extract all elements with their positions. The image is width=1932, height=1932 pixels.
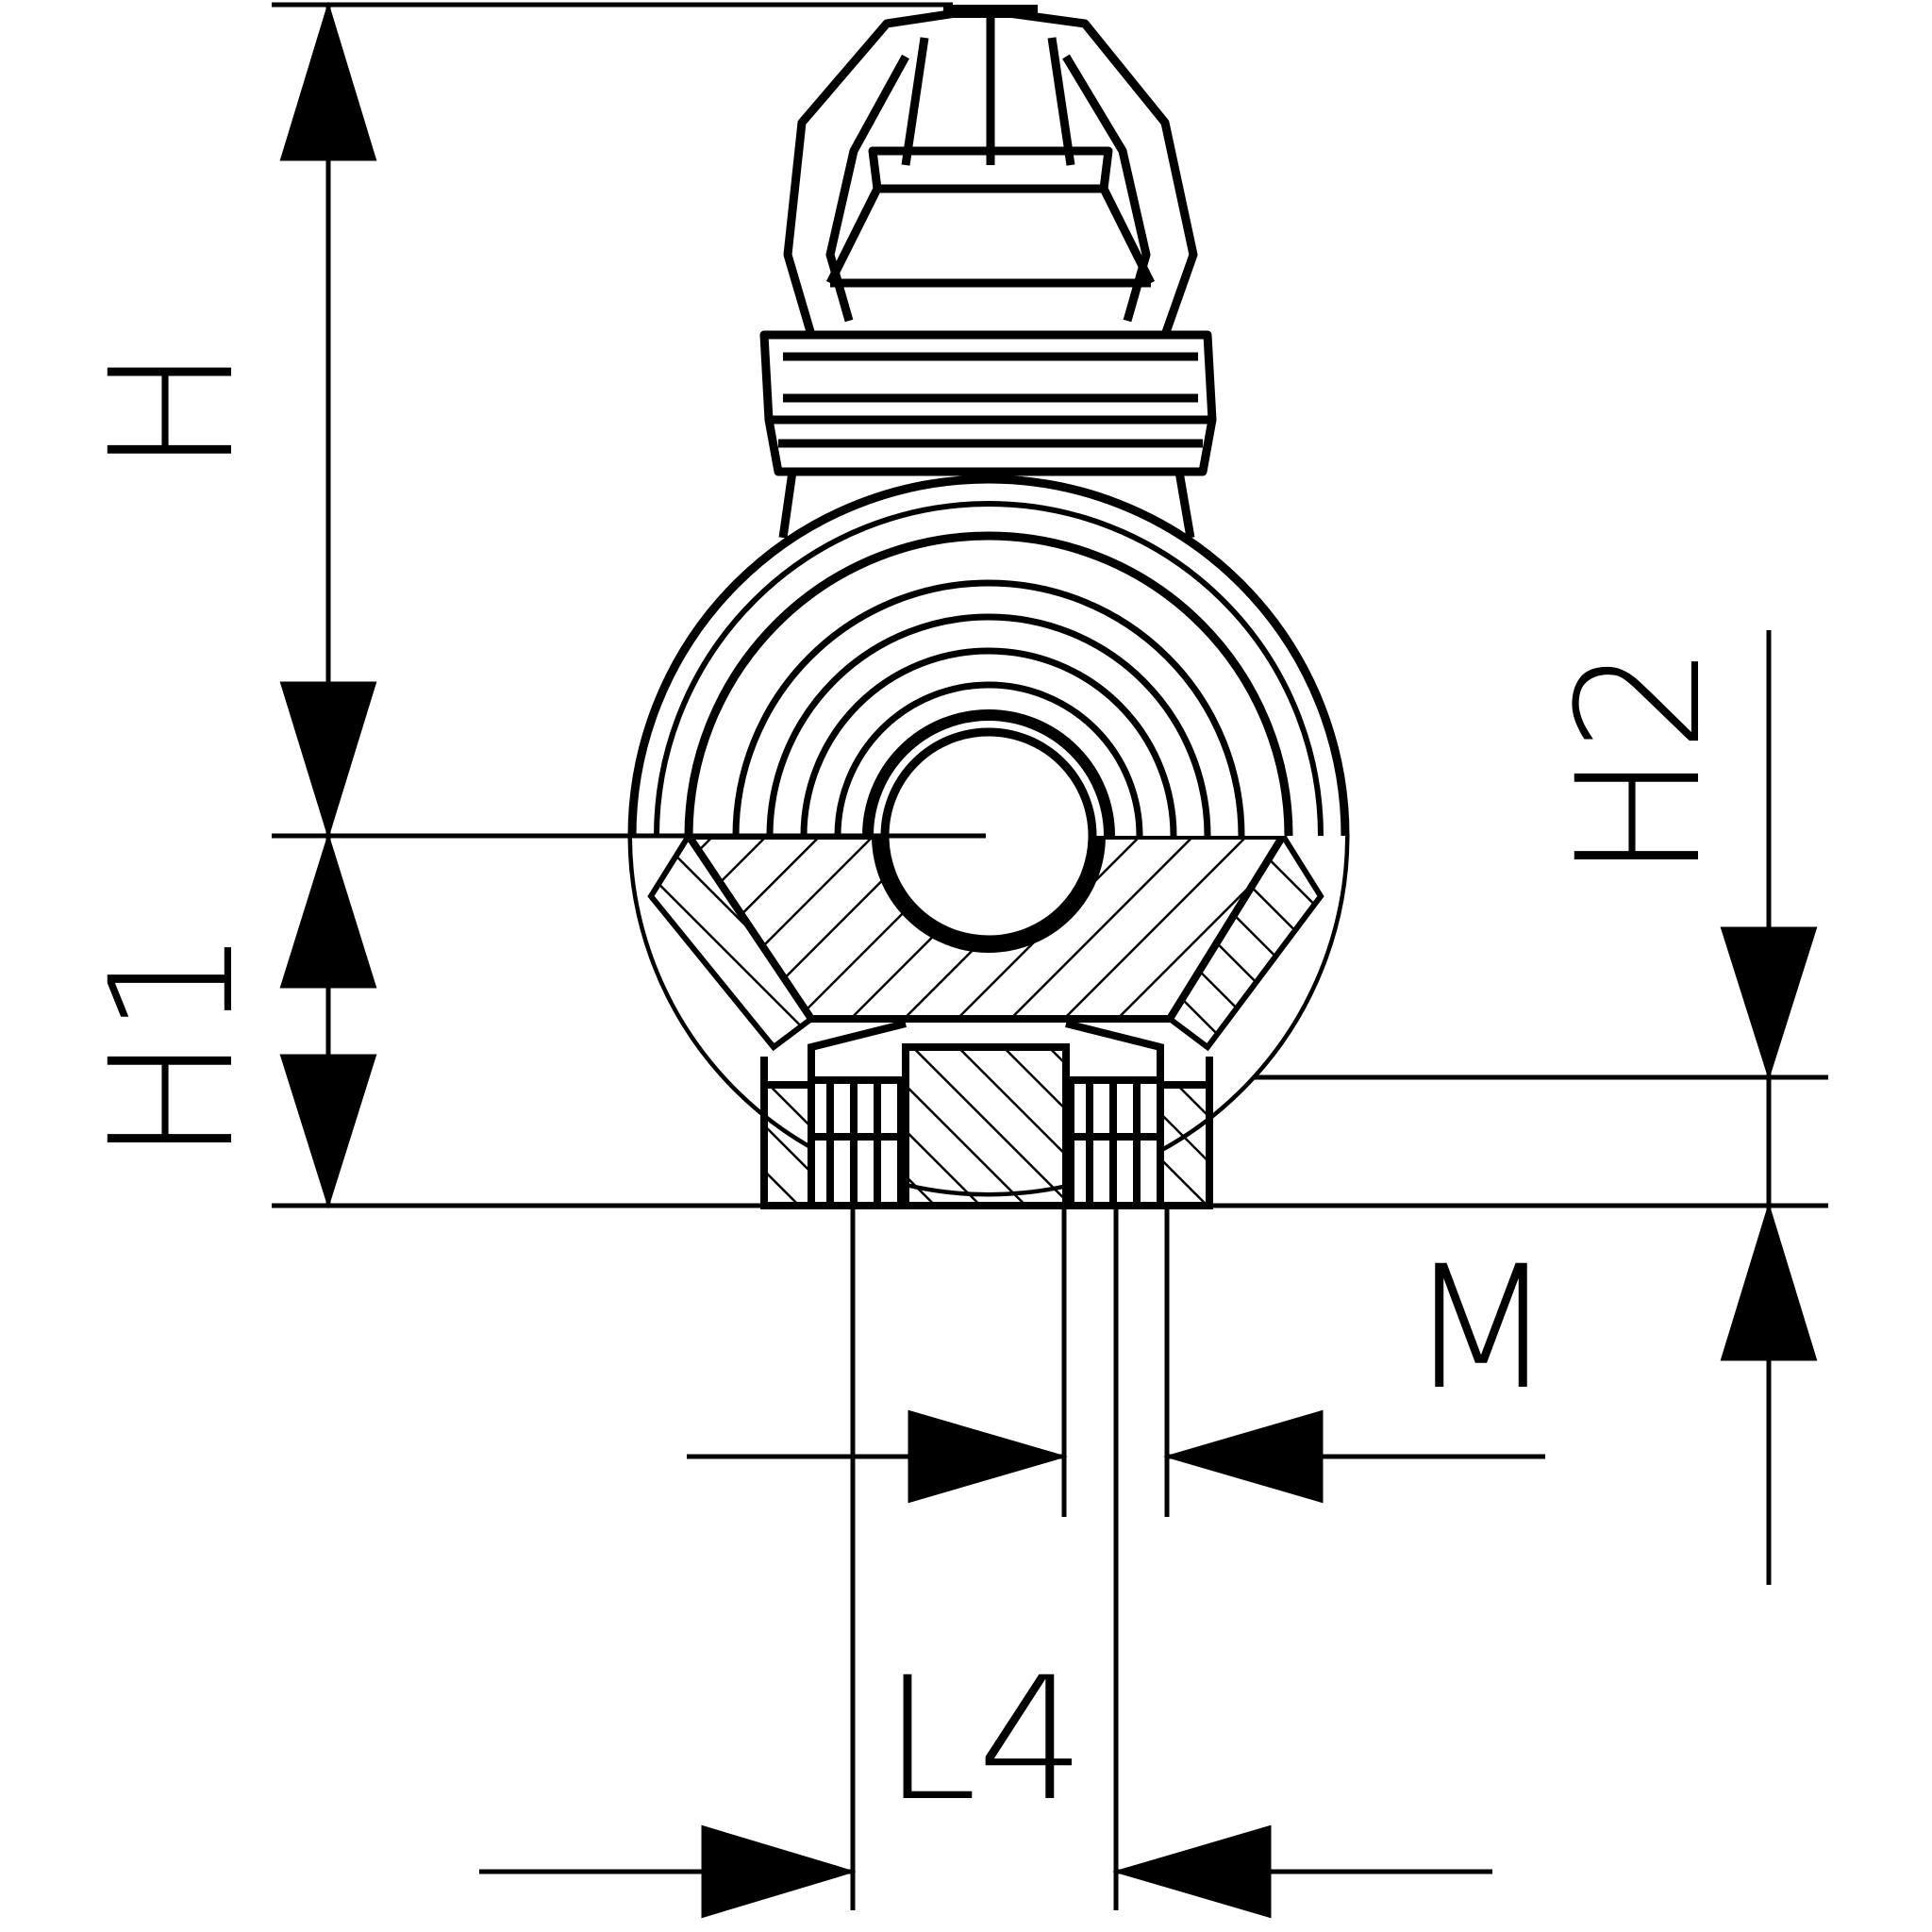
dim-H2	[1720, 630, 1818, 1585]
label-H: H	[75, 346, 272, 474]
handle-cap	[783, 5, 1198, 340]
threaded-insert-right	[1067, 1076, 1164, 1209]
dim-L4	[479, 1206, 1492, 1919]
mounting-base	[760, 1020, 1213, 1209]
dim-H	[279, 1, 377, 840]
threaded-insert-left	[808, 1076, 905, 1209]
label-L4: L4	[883, 1641, 1086, 1839]
label-H2: H2	[1541, 644, 1739, 880]
union-nut	[759, 330, 1217, 476]
body-neck	[778, 471, 1195, 539]
label-M: M	[1407, 1230, 1554, 1427]
dim-H1	[279, 832, 377, 1209]
dim-M	[687, 1206, 1545, 1517]
dimension-lines	[272, 1, 1828, 1919]
label-H1: H1	[75, 927, 272, 1163]
